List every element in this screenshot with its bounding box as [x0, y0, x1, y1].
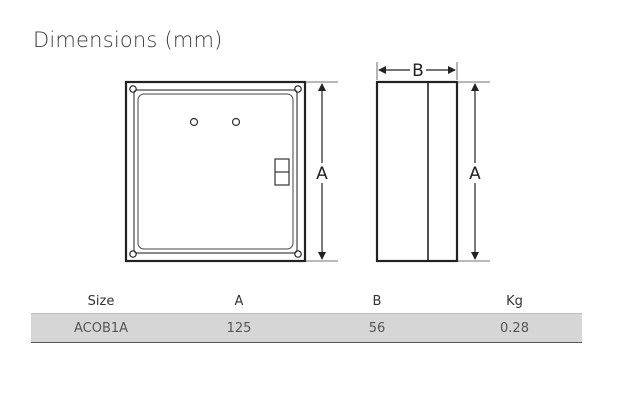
- side-view: [375, 80, 459, 263]
- table-header-row: Size A B Kg: [31, 289, 582, 314]
- cell-a: 125: [171, 313, 307, 343]
- table-row: ACOB1A 125 56 0.28: [31, 313, 582, 343]
- side-height-dimension: A: [457, 81, 490, 262]
- side-width-label: B: [412, 61, 424, 81]
- front-height-dimension: A: [305, 81, 338, 262]
- header-a: A: [234, 293, 244, 309]
- header-b: B: [372, 293, 382, 309]
- screw-icon: [294, 250, 302, 258]
- page-title: Dimensions (mm): [33, 28, 223, 52]
- front-view: [124, 80, 307, 263]
- indicator-hole-icon: [231, 117, 241, 127]
- cell-kg: 0.28: [447, 313, 582, 343]
- cell-b: 56: [307, 313, 447, 343]
- cell-size: ACOB1A: [31, 313, 171, 343]
- side-height-label: A: [469, 164, 481, 184]
- screw-icon: [294, 85, 302, 93]
- dimensions-table: Size A B Kg ACOB1A 125 56 0.28: [31, 289, 582, 343]
- dimension-drawing: A B A: [124, 61, 490, 263]
- side-width-dimension: B: [376, 61, 458, 81]
- front-height-label: A: [316, 164, 328, 184]
- screw-icon: [129, 250, 137, 258]
- indicator-hole-icon: [189, 117, 199, 127]
- screw-icon: [129, 85, 137, 93]
- header-kg: Kg: [506, 293, 523, 309]
- header-size: Size: [87, 293, 115, 309]
